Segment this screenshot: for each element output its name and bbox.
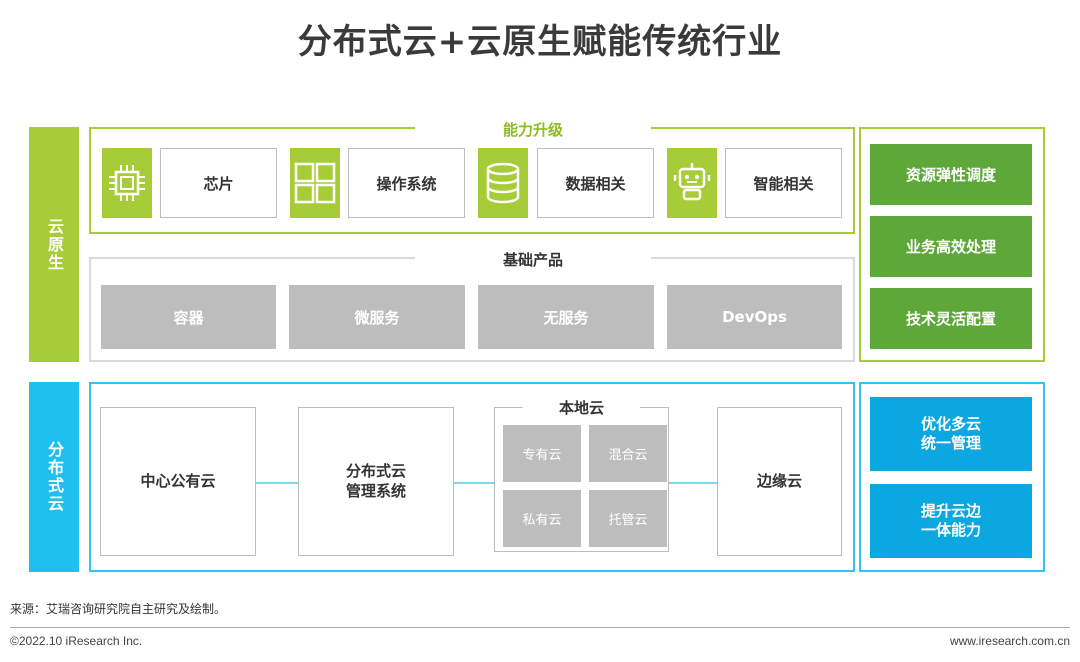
dedicated-cloud-box: 专有云	[503, 425, 581, 482]
microservice-box: 微服务	[289, 285, 465, 349]
distributed-benefits-panel	[859, 382, 1045, 572]
benefit-efficient-processing: 业务高效处理	[870, 216, 1032, 277]
ai-label: 智能相关	[753, 174, 814, 193]
serverless-label: 无服务	[543, 308, 589, 327]
chip-label: 芯片	[203, 174, 234, 193]
hosted-cloud-label: 托管云	[608, 513, 648, 528]
grid-icon	[290, 148, 340, 218]
private-cloud-box: 私有云	[503, 490, 581, 547]
edge-cloud-label: 边缘云	[756, 471, 802, 490]
dedicated-cloud-label: 专有云	[522, 448, 562, 463]
hybrid-cloud-label: 混合云	[608, 448, 648, 463]
data-label-box: 数据相关	[537, 148, 654, 218]
footer-divider	[10, 627, 1070, 628]
distributed-mgmt-label-line2: 管理系统	[345, 481, 406, 500]
copyright: ©2022.10 iResearch Inc.	[10, 634, 143, 648]
hybrid-cloud-box: 混合云	[589, 425, 667, 482]
distributed-cloud-panel	[89, 382, 855, 572]
container-box: 容器	[101, 285, 276, 349]
distributed-mgmt-node: 分布式云 管理系统	[298, 407, 454, 556]
devops-box: DevOps	[667, 285, 842, 349]
microservice-label: 微服务	[354, 308, 400, 327]
local-cloud-legend: 本地云	[523, 397, 640, 418]
connector-line	[255, 482, 299, 484]
benefit-resource-scheduling: 资源弹性调度	[870, 144, 1032, 205]
private-cloud-label: 私有云	[522, 513, 562, 528]
container-label: 容器	[173, 308, 204, 327]
devops-label: DevOps	[722, 308, 787, 326]
database-icon	[478, 148, 528, 218]
benefit-cloud-edge-capability: 提升云边 一体能力	[870, 484, 1032, 558]
benefit-flexible-config-label: 技术灵活配置	[905, 310, 996, 328]
benefit-multicloud-management: 优化多云 统一管理	[870, 397, 1032, 471]
cloud-native-benefits-panel	[859, 127, 1045, 362]
source-note: 来源：艾瑞咨询研究院自主研究及绘制。	[10, 602, 227, 616]
serverless-box: 无服务	[478, 285, 654, 349]
data-label: 数据相关	[565, 174, 626, 193]
benefit-cloud-edge-line2: 一体能力	[920, 521, 981, 539]
website-url: www.iresearch.com.cn	[949, 634, 1070, 648]
benefit-resource-scheduling-label: 资源弹性调度	[905, 166, 996, 184]
ai-label-box: 智能相关	[725, 148, 842, 218]
central-public-cloud-node: 中心公有云	[100, 407, 256, 556]
central-public-cloud-label: 中心公有云	[140, 471, 216, 490]
capability-upgrade-legend: 能力升级	[415, 119, 651, 140]
cloud-native-side-label: 云原生	[29, 127, 79, 362]
robot-icon	[667, 148, 717, 218]
connector-line	[668, 482, 718, 484]
os-label-box: 操作系统	[348, 148, 465, 218]
chip-icon	[102, 148, 152, 218]
cloud-native-label: 云原生	[45, 217, 64, 272]
distributed-cloud-side-label: 分布式云	[29, 382, 79, 572]
benefit-multicloud-line1: 优化多云	[920, 414, 981, 433]
benefit-multicloud-line2: 统一管理	[920, 434, 981, 452]
hosted-cloud-box: 托管云	[589, 490, 667, 547]
benefit-flexible-config: 技术灵活配置	[870, 288, 1032, 349]
distributed-mgmt-label-line1: 分布式云	[345, 462, 406, 480]
base-products-legend: 基础产品	[415, 249, 651, 270]
distributed-cloud-label: 分布式云	[45, 441, 64, 513]
benefit-efficient-processing-label: 业务高效处理	[905, 238, 996, 256]
page-title: 分布式云+云原生赋能传统行业	[297, 22, 783, 62]
chip-label-box: 芯片	[160, 148, 277, 218]
edge-cloud-node: 边缘云	[717, 407, 842, 556]
os-label: 操作系统	[376, 174, 437, 193]
benefit-cloud-edge-line1: 提升云边	[920, 501, 981, 520]
connector-line	[453, 482, 496, 484]
